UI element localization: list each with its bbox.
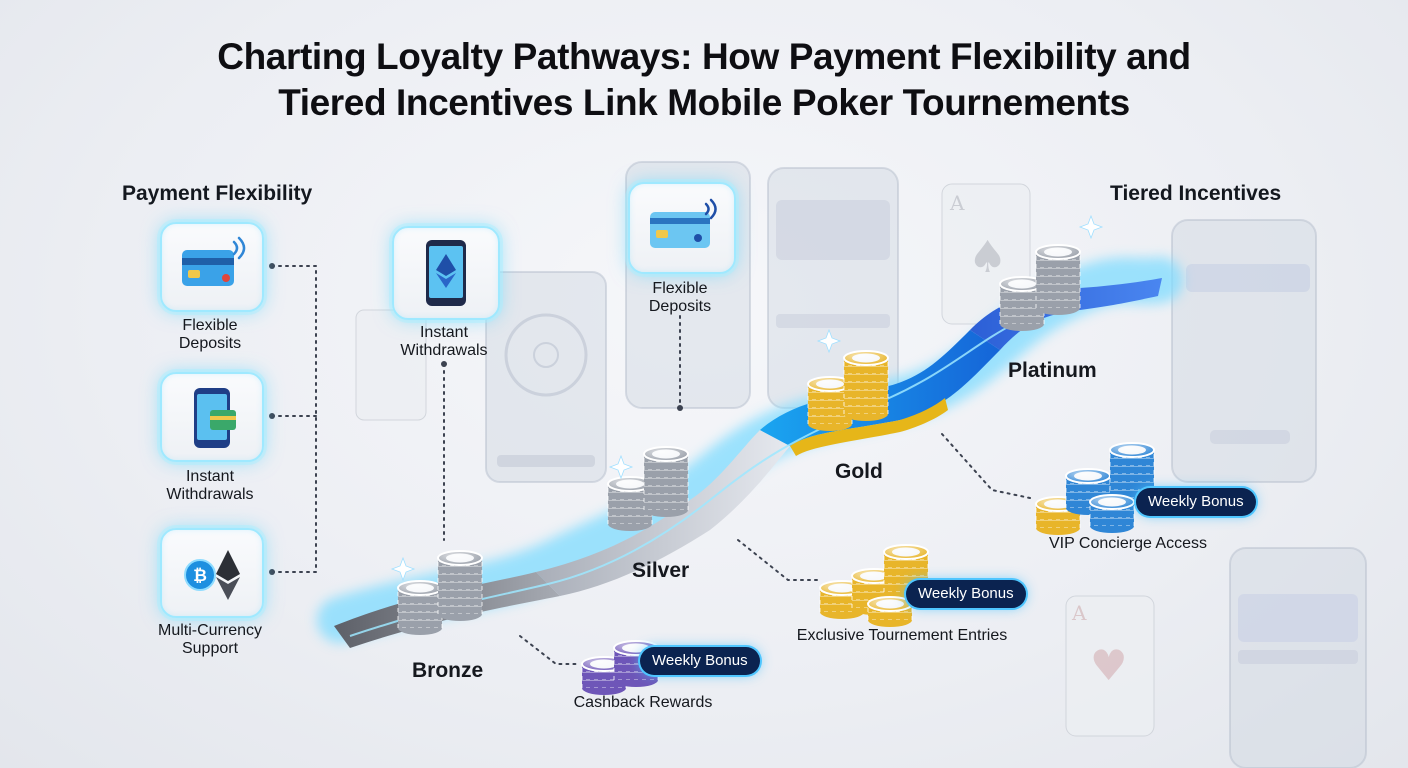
chip-stack-platinum-2 xyxy=(1035,244,1081,315)
chip-stack-gold-2 xyxy=(843,350,889,421)
mobile-wallet-icon xyxy=(194,388,236,448)
weekly-bonus-badge-bronze: Weekly Bonus xyxy=(640,647,760,675)
credit-card-icon xyxy=(650,198,717,248)
svg-text:♠: ♠ xyxy=(968,232,1007,283)
path-center-line xyxy=(349,299,1081,637)
chip-stack-vip-4 xyxy=(1089,494,1135,533)
flexible-deposits-label: Flexible Deposits xyxy=(178,317,242,352)
chip-stacks xyxy=(397,244,1155,695)
flexible-deposits-tile xyxy=(160,222,264,312)
instant-withdrawals-label: Instant Withdrawals xyxy=(166,468,254,503)
svg-text:₿: ₿ xyxy=(193,566,207,586)
path-segment-silver xyxy=(536,430,790,596)
tier-label-silver: Silver xyxy=(632,559,690,582)
chip-stack-bronze-2 xyxy=(437,550,483,621)
tier-label-platinum: Platinum xyxy=(1008,359,1097,382)
cashback-rewards-label: Cashback Rewards xyxy=(573,694,713,711)
path-flexible-deposits-label: Flexible Deposits xyxy=(648,280,712,315)
path-flexible-deposits-tile xyxy=(628,182,736,274)
connector-dots xyxy=(269,263,683,575)
instant-withdrawals-tile xyxy=(160,372,264,462)
svg-text:A: A xyxy=(949,191,965,215)
phone-ethereum-icon xyxy=(426,240,466,306)
tiered-incentives-heading: Tiered Incentives xyxy=(1110,182,1282,205)
title-line-1: Charting Loyalty Pathways: How Payment F… xyxy=(217,36,1191,77)
chip-stack-exclusive-1 xyxy=(819,580,865,619)
chip-stack-exclusive-4 xyxy=(867,596,913,627)
svg-text:A: A xyxy=(1071,601,1087,625)
connector-lines xyxy=(271,265,1031,665)
path-instant-withdrawals-label: Instant Withdrawals xyxy=(400,324,488,359)
credit-card-icon xyxy=(182,236,246,286)
background-phone-mockups: A ♠ A ♥ xyxy=(355,161,1367,768)
path-instant-withdrawals-tile xyxy=(392,226,500,320)
sparkles xyxy=(390,214,1104,582)
tier-label-gold: Gold xyxy=(835,460,883,483)
vip-concierge-access-label: VIP Concierge Access xyxy=(1048,535,1207,552)
chip-stack-silver-2 xyxy=(643,446,689,517)
svg-text:♥: ♥ xyxy=(1090,641,1128,690)
multi-currency-label: Multi-Currency Support xyxy=(157,622,262,657)
payment-flexibility-heading: Payment Flexibility xyxy=(122,182,313,205)
chip-stack-silver-1 xyxy=(607,476,653,531)
weekly-bonus-badge-platinum: Weekly Bonus xyxy=(1136,488,1256,516)
title-line-2: Tiered Incentives Link Mobile Poker Tour… xyxy=(278,82,1130,123)
path-segment-platinum xyxy=(970,278,1162,350)
path-gold-edge xyxy=(790,398,948,456)
weekly-bonus-badge-gold: Weekly Bonus xyxy=(906,580,1026,608)
page-title: Charting Loyalty Pathways: How Payment F… xyxy=(0,34,1408,126)
multi-currency-tile: ₿ xyxy=(160,528,264,618)
tier-label-bronze: Bronze xyxy=(412,659,484,682)
exclusive-tournement-entries-label: Exclusive Tournement Entries xyxy=(796,627,1008,644)
chip-stack-bronze-1 xyxy=(397,580,443,635)
chip-stack-gold-1 xyxy=(807,376,853,431)
chip-stack-platinum-1 xyxy=(999,276,1045,331)
crypto-coins-icon: ₿ xyxy=(184,550,240,600)
